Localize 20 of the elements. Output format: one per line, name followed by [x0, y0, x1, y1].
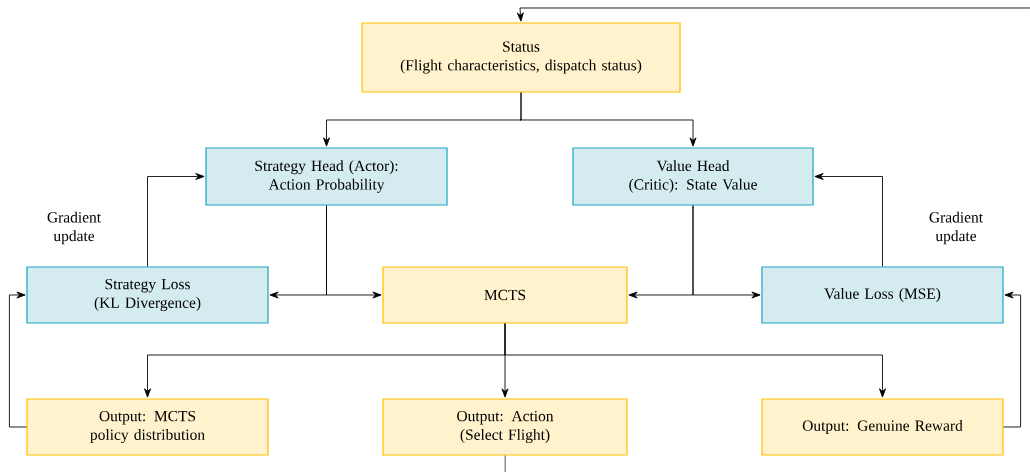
arrow: [1003, 291, 1022, 428]
process-box: Value Head (Critic): State Value: [572, 147, 814, 206]
process-box: Value Loss (MSE): [761, 266, 1004, 324]
process-box: Status (Flight characteristics, dispatch status): [361, 22, 681, 93]
process-box: Strategy Head (Actor): Action Probability: [205, 147, 448, 206]
process-box: Strategy Loss (KL Divergence): [26, 266, 269, 324]
arrow: [519, 92, 697, 147]
process-box: Output: Action (Select Flight): [382, 398, 628, 456]
arrow: [326, 205, 382, 299]
process-box: Output: MCTS policy distribution: [26, 398, 269, 456]
process-box: MCTS: [382, 266, 628, 324]
process-box: Output: Genuine Reward: [761, 398, 1004, 456]
edge-label: Gradient update: [929, 211, 983, 245]
arrow: [504, 323, 886, 398]
arrow: [8, 291, 27, 428]
arrow: [516, 7, 1030, 22]
arrow: [147, 173, 205, 267]
edge-label: Gradient update: [47, 211, 101, 245]
arrow: [814, 173, 883, 267]
arrow: [692, 205, 761, 299]
